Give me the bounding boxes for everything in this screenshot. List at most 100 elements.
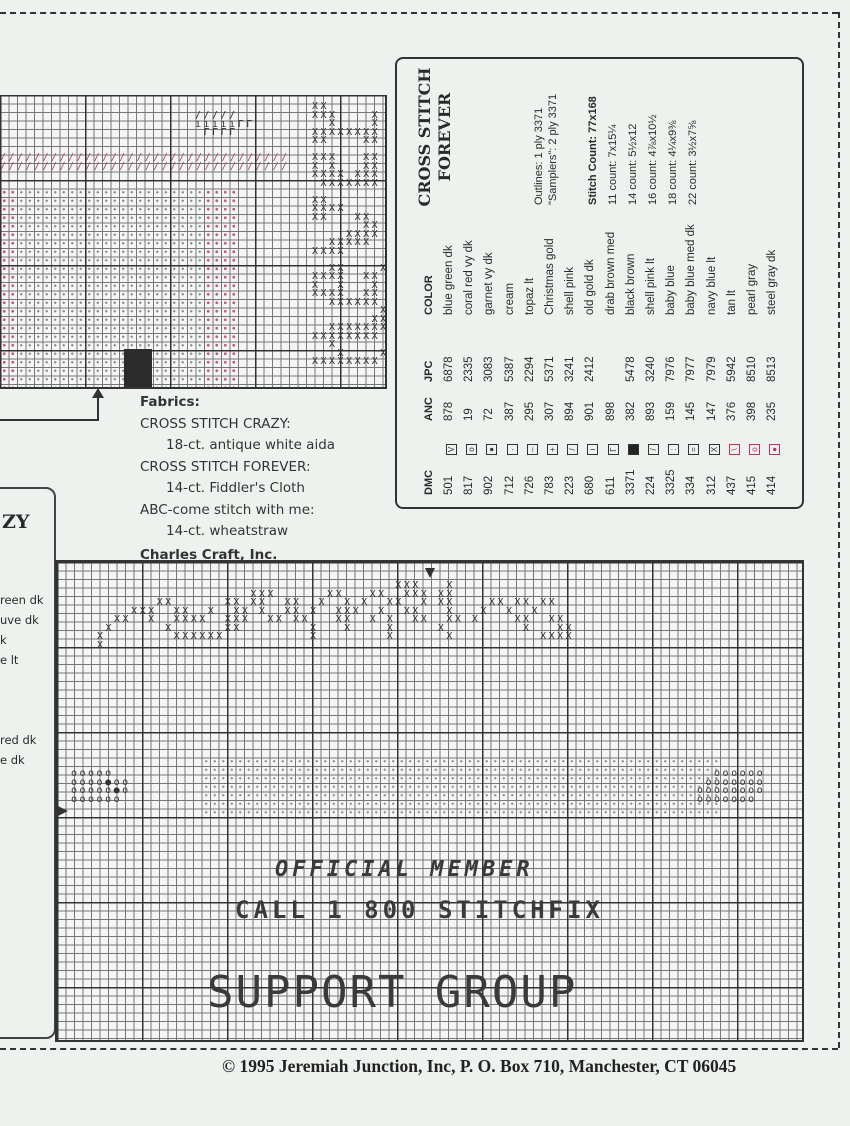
- dmc-number: 501: [443, 475, 455, 495]
- dmc-number: 414: [766, 475, 779, 495]
- color-name: shell pink lt: [645, 258, 657, 315]
- stitch-symbol-icon: /: [648, 444, 659, 455]
- anc-number: 19: [463, 408, 476, 421]
- color-name: steel gray dk: [766, 249, 779, 315]
- color-name: garnet vy dk: [483, 252, 496, 315]
- header-color: COLOR: [423, 275, 435, 315]
- stitch-symbol-icon: V: [446, 444, 457, 455]
- pattern-fill-pink-border: [0, 188, 17, 387]
- dmc-number: 712: [503, 475, 516, 495]
- header-anc: ANC: [423, 397, 435, 421]
- legend-item-fragment: e dk: [0, 753, 25, 767]
- anc-number: 893: [645, 401, 657, 421]
- jpc-number: 3241: [564, 356, 577, 382]
- color-name: cream: [503, 283, 516, 315]
- jpc-number: 5371: [544, 356, 556, 382]
- color-name: pearl gray: [746, 263, 758, 315]
- stitch-symbol-icon: o: [466, 444, 478, 455]
- dmc-number: 415: [746, 475, 758, 495]
- stitch-count: Stitch Count: 77x168: [587, 96, 599, 205]
- jpc-number: 7976: [665, 356, 678, 382]
- anc-number: 898: [604, 401, 617, 421]
- pointer-arrow-line-vertical: [97, 396, 99, 420]
- count-size: 11 count: 7x15¼: [607, 124, 619, 205]
- dmc-number: 223: [564, 475, 577, 495]
- dmc-number: 3325: [665, 469, 678, 495]
- dmc-number: 3371: [624, 469, 637, 495]
- pattern-dark-block: [124, 349, 152, 387]
- stitch-symbol-icon: /: [567, 444, 579, 455]
- legend-row: 501 V 878 6878 blue green dk: [443, 211, 463, 507]
- anc-number: 307: [544, 401, 556, 421]
- legend-title-line-2: FOREVER: [435, 92, 454, 182]
- color-name: navy blue lt: [705, 256, 718, 315]
- color-name: shell pink: [564, 267, 577, 315]
- color-name: black brown: [624, 253, 637, 315]
- jpc-number: 6878: [443, 356, 455, 382]
- fabric-design-2: CROSS STITCH FOREVER:: [140, 458, 311, 475]
- pattern-hatch-band-2: //////////////////////////////////: [0, 161, 290, 172]
- stitch-symbol-icon: o: [749, 444, 760, 455]
- top-stitch-chart: ////////////////////////////////// /////…: [0, 95, 387, 389]
- header-jpc: JPC: [423, 360, 435, 382]
- jpc-number: 7979: [705, 356, 718, 382]
- anc-number: 894: [564, 401, 577, 421]
- stitch-symbol-icon: ●: [486, 444, 498, 455]
- stitch-symbol-icon: ●: [769, 444, 781, 455]
- outlines-note: Outlines: 1 ply 3371: [533, 107, 545, 205]
- stitch-symbol-icon: +: [547, 444, 558, 455]
- anc-number: 295: [523, 401, 536, 421]
- chart-lettering-line-2: CALL 1 800 STITCHFIX: [235, 896, 604, 924]
- anc-number: 159: [665, 401, 678, 421]
- color-name: drab brown med: [604, 231, 617, 315]
- stitch-symbol-icon: X: [708, 444, 720, 455]
- jpc-number: 2294: [523, 356, 536, 382]
- fabric-spec-3: 14-ct. wheatstraw: [166, 523, 289, 539]
- jpc-number: 5942: [725, 356, 738, 382]
- color-name: blue green dk: [443, 245, 455, 315]
- anc-number: 376: [725, 401, 738, 421]
- dmc-number: 437: [725, 475, 738, 495]
- jpc-number: 2412: [584, 356, 597, 382]
- legend-title: CROSS STITCH FOREVER: [415, 67, 455, 207]
- fabrics-notes: Fabrics: CROSS STITCH CRAZY: 18-ct. anti…: [140, 392, 360, 566]
- cut-line-bottom: [0, 1048, 838, 1050]
- color-name: coral red vy dk: [463, 240, 476, 315]
- stitch-symbol-icon: =: [688, 444, 700, 455]
- fabric-supplier: Charles Craft, Inc.: [140, 546, 278, 563]
- dmc-number: 611: [604, 476, 617, 495]
- legend-title-line-1: CROSS STITCH: [415, 67, 434, 207]
- color-name: topaz lt: [523, 277, 536, 315]
- chart-lettering-line-1: OFFICIAL MEMBER: [275, 857, 534, 882]
- anc-number: 145: [685, 401, 698, 421]
- jpc-number: 2335: [463, 356, 476, 382]
- stitch-symbol-icon: ı: [587, 444, 599, 455]
- count-size: 18 count: 4¼x9⅜: [667, 120, 679, 205]
- legend-item-fragment: k: [0, 633, 7, 647]
- jpc-number: 5387: [503, 356, 516, 382]
- copyright-footer: © 1995 Jeremiah Junction, Inc, P. O. Box…: [222, 1056, 737, 1076]
- dmc-number: 726: [523, 475, 536, 495]
- fabric-spec-2: 14-ct. Fiddler's Cloth: [166, 480, 305, 496]
- center-arrow-down-icon: [425, 568, 435, 578]
- legend-row: 223 / 894 3241 shell pink: [564, 211, 584, 507]
- jpc-number: 3240: [645, 356, 657, 382]
- anc-number: 878: [443, 401, 455, 421]
- count-size: 14 count: 5½x12: [627, 123, 639, 205]
- fabric-spec-1: 18-ct. antique white aida: [166, 437, 336, 453]
- legend-header-row: DMC ANC JPC COLOR: [423, 211, 443, 507]
- color-name: baby blue: [665, 265, 678, 315]
- anc-number: 901: [584, 401, 597, 421]
- count-size: 16 count: 4⅞x10½: [647, 114, 659, 205]
- anc-number: 235: [766, 401, 779, 421]
